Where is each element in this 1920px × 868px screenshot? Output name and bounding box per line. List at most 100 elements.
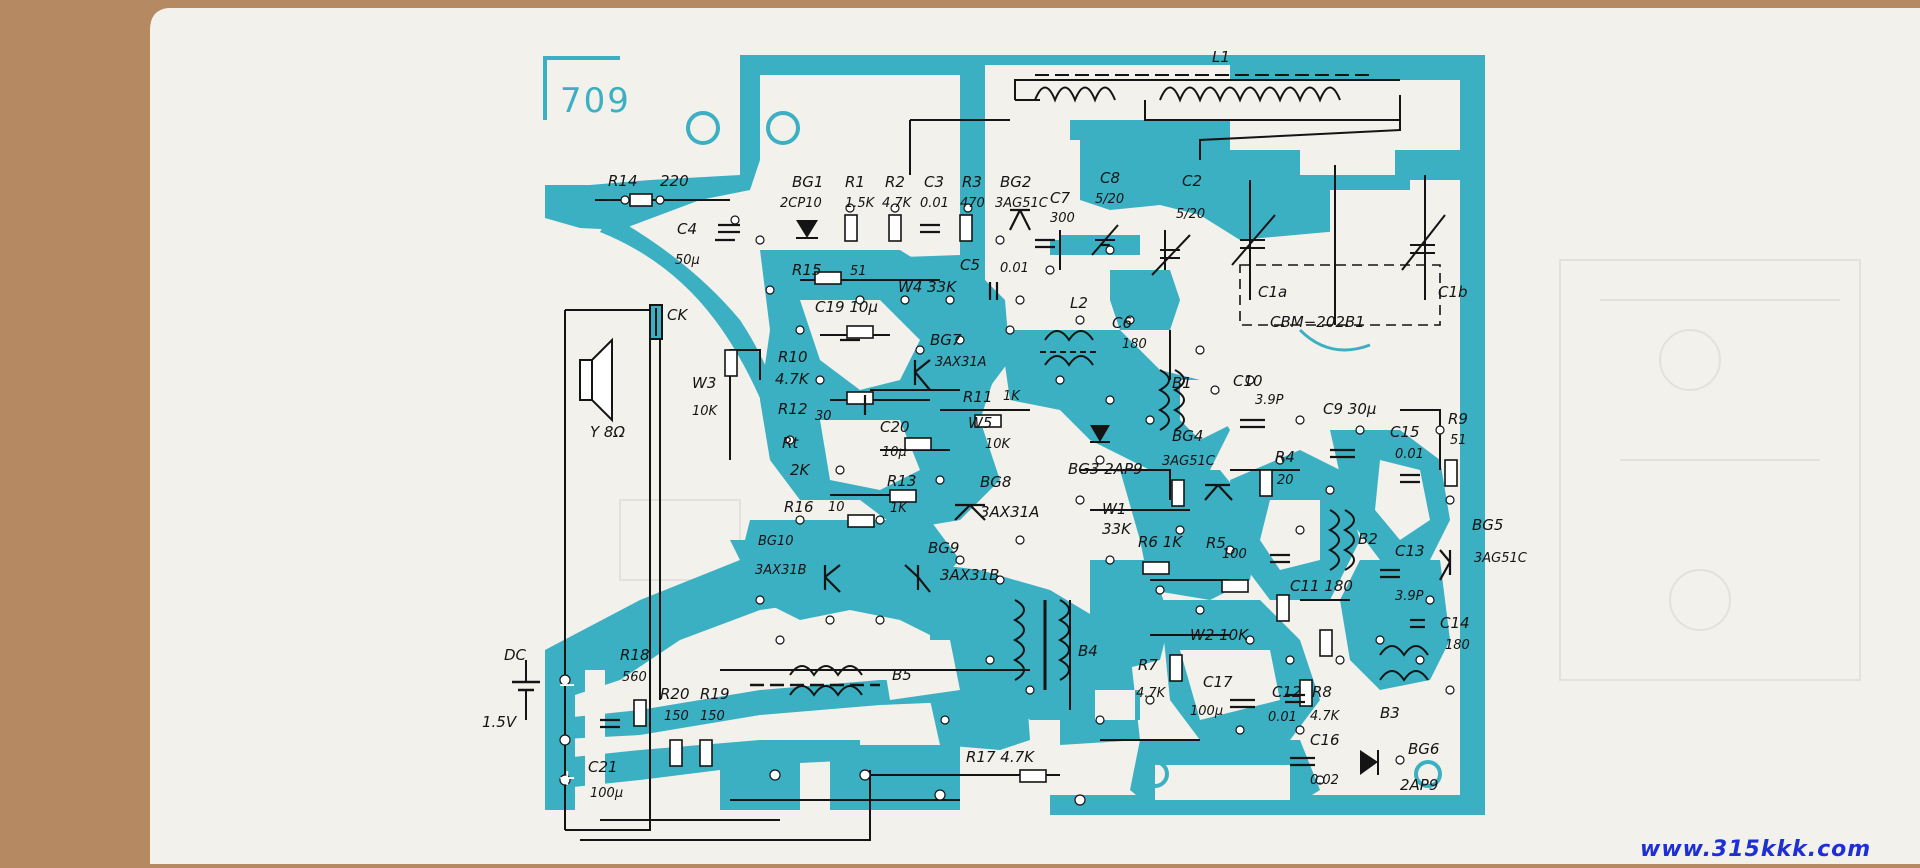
reverse-side-bleed [619,259,1861,681]
label-R4: R4 [1275,448,1295,466]
transistors [823,208,1452,593]
label-C3: C3 [924,173,944,191]
label-R5: R5 [1206,534,1226,552]
watermark: www.315kkk.com [1640,837,1871,862]
label-C5: C5 [960,256,980,274]
label-BG7: BG7 [930,331,962,349]
label-R19-value: 150 [700,709,725,724]
label-R10: R10 [778,348,808,366]
label-C9: C9 30μ [1323,400,1376,418]
label-C17-value: 100μ [1190,704,1223,719]
label-B4: B4 [1078,642,1098,660]
label-R4-value: 20 [1277,473,1294,488]
label-R16-value: 10 [828,500,845,515]
label-C17: C17 [1203,673,1233,691]
label-C14-value: 180 [1445,638,1470,653]
variable-capacitors [1091,214,1446,276]
label-R10-value: 4.7K [775,370,810,388]
label-C1a: C1a [1258,283,1287,301]
label-R16: R16 [784,498,814,516]
label-R2-value: 4.7K [882,196,913,211]
label-C15-value: 0.01 [1395,447,1424,462]
label-R11-value: 1K [1003,389,1021,404]
label-R8: R8 [1312,683,1332,701]
label-plus: + [558,766,576,791]
label-C5-value: 0.01 [1000,261,1029,276]
label-BG2-value: 3AG51C [995,196,1049,211]
label-DC: DC [504,646,527,664]
label-minus: − [558,673,576,698]
label-R9-value: 51 [1450,433,1467,448]
label-C14: C14 [1440,614,1470,632]
label-BG9-value: 3AX31B [940,566,999,584]
label-C2: C2 [1182,172,1202,190]
label-C15: C15 [1390,423,1420,441]
label-C19: C19 10μ [815,298,878,316]
label-R12-value: 30 [815,409,832,424]
label-C13-value: 3.9P [1395,589,1424,604]
label-W1: W1 [1102,500,1126,518]
label-BG7-value: 3AX31A [935,355,987,370]
label-R1-value: 1.5K [845,196,876,211]
label-W3: W3 [692,374,716,392]
label-L2: L2 [1070,294,1088,312]
label-C3-value: 0.01 [920,196,949,211]
label-BG9: BG9 [928,539,959,557]
label-R17: R17 4.7K [966,748,1035,766]
label-C8-value: 5/20 [1095,192,1124,207]
label-C16: C16 [1310,731,1340,749]
label-BG6: BG6 [1408,740,1439,758]
label-W5-value: 10K [985,437,1012,452]
coil-L1: L1 [1034,48,1370,103]
label-C20-value: 10μ [882,445,907,460]
label-R11: R11 [963,388,993,406]
label-C8: C8 [1100,169,1120,187]
label-BG3: BG3 2AP9 [1068,460,1143,478]
label-W2: W2 10K [1190,626,1249,644]
label-R3-value: 470 [960,196,985,211]
label-R20-value: 150 [664,709,689,724]
label-C4-value: 50μ [675,253,700,268]
label-R14-value: 220 [660,172,689,190]
label-R13-value: 1K [890,501,908,516]
label-R18-value: 560 [622,670,647,685]
label-C11: C11 180 [1290,577,1353,595]
label-BG8-value: 3AX31A [980,503,1039,521]
label-R9: R9 [1448,410,1468,428]
label-BG4-value: 3AG51C [1162,454,1216,469]
label-BG6-value: 2AP9 [1400,776,1438,794]
label-R7: R7 [1138,656,1158,674]
label-BG5: BG5 [1472,516,1503,534]
label-C20: C20 [880,418,910,436]
label-W3-value: 10K [692,404,719,419]
label-Rt: Rt [782,434,799,452]
label-R3: R3 [962,173,982,191]
label-R20: R20 [660,685,690,703]
mounting-holes [686,111,1442,788]
solder-pads [559,195,1455,806]
label-C12: C12 [1272,683,1302,701]
label-R13: R13 [887,472,917,490]
label-C6: C6 [1112,314,1132,332]
label-C13: C13 [1395,542,1425,560]
label-BG5-value: 3AG51C [1474,551,1528,566]
label-Rt-value: 2K [790,461,811,479]
label-C6-value: 180 [1122,337,1147,352]
label-BG10-value: 3AX31B [755,563,807,578]
label-R14: R14 [608,172,638,190]
tuning-capacitor-CBM: CBM−202B1 [1270,313,1371,352]
label-C10-value: 3.9P [1255,393,1284,408]
transformers [750,330,1429,697]
label-R19: R19 [700,685,730,703]
coil-L1-label: L1 [1212,48,1230,66]
label-R1: R1 [845,173,865,191]
board-number: 709 [560,81,631,121]
label-R15-value: 51 [850,264,867,279]
label-BG10: BG10 [758,534,794,549]
label-C7-value: 300 [1050,211,1075,226]
label-C21: C21 [588,758,618,776]
label-W4: W4 33K [898,278,957,296]
label-R2: R2 [885,173,905,191]
